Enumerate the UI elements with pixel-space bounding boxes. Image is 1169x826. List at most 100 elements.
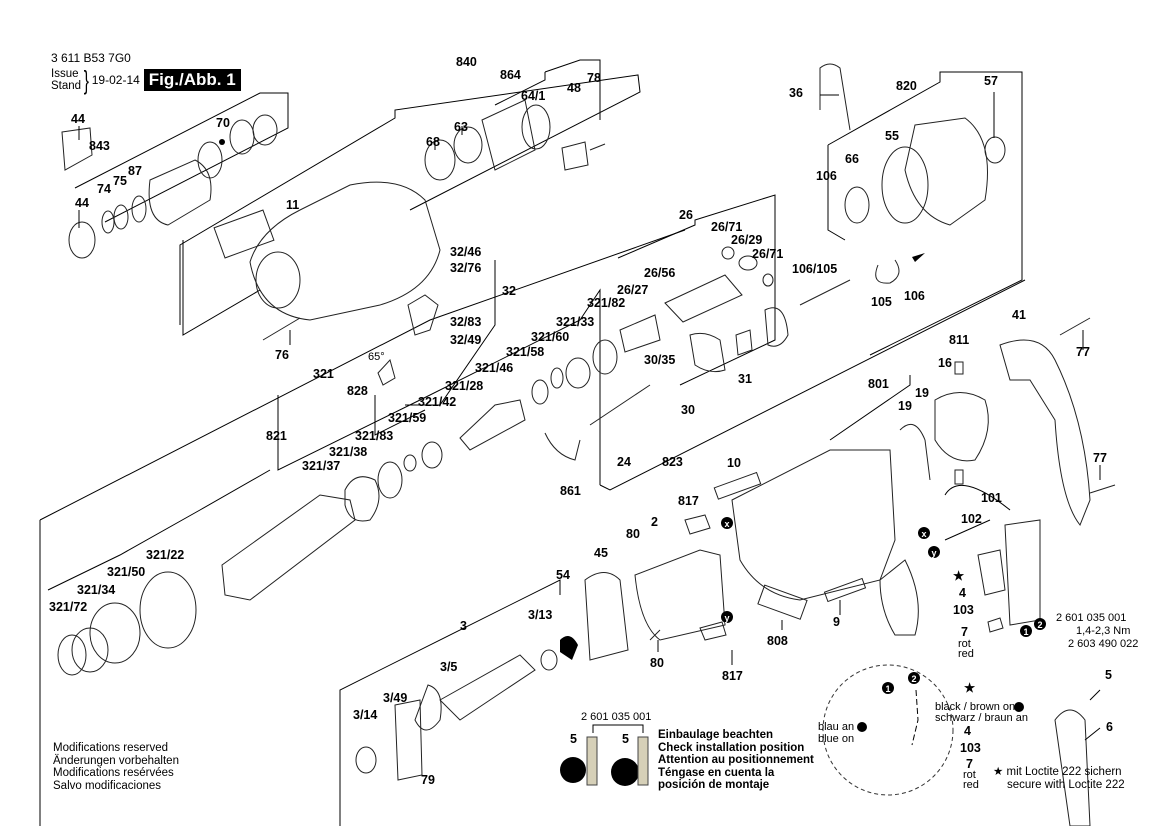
label-820: 820 (896, 79, 917, 93)
install-line-es-1: Téngase en cuenta la (658, 766, 775, 779)
part-843-chuck (148, 159, 212, 226)
part-4-capacitor (977, 549, 1006, 596)
part-808-plate (757, 584, 808, 620)
label-44: 44 (71, 112, 85, 126)
part-16-brush-holder (934, 392, 989, 462)
label-321-38: 321/38 (329, 445, 367, 459)
label-76: 76 (275, 348, 289, 362)
part-821-tube (221, 494, 356, 601)
issue-labels: Issue Stand (51, 68, 81, 92)
label-843: 843 (89, 139, 110, 153)
label-54: 54 (556, 568, 570, 582)
part-66-ring (844, 186, 870, 224)
frame-321-lower (47, 469, 271, 591)
label-105: 105 (871, 295, 892, 309)
label-75: 75 (113, 174, 127, 188)
modifications-line-es: Salvo modificaciones (53, 779, 162, 792)
label-26-29: 26/29 (731, 233, 762, 247)
label-77-b: 77 (1093, 451, 1107, 465)
frame-820 (827, 71, 1023, 356)
install-line-fr: Attention au positionnement (658, 754, 814, 766)
label-9: 9 (833, 615, 840, 629)
label-74: 74 (97, 182, 111, 196)
loctite-line-en: secure with Loctite 222 (1007, 778, 1125, 791)
part-19-clip (899, 423, 931, 481)
frame-106 (827, 145, 846, 241)
label-4: 4 (959, 586, 966, 600)
label-321-46: 321/46 (475, 361, 513, 375)
part-26-27-piston (619, 314, 661, 353)
part-ring-a (197, 141, 223, 179)
part-102-wire (944, 519, 991, 541)
label-801: 801 (868, 377, 889, 391)
part-75-ring (113, 204, 129, 230)
part-74-ring (101, 210, 115, 234)
part-24-shaft (589, 384, 651, 426)
switch-part-a: 2 601 035 001 (1056, 612, 1126, 624)
label-32-76: 32/76 (450, 261, 481, 275)
label-321-28: 321/28 (445, 379, 483, 393)
document-number: 3 611 B53 7G0 (51, 51, 131, 65)
part-handle (879, 559, 919, 636)
part-3-armature (439, 654, 536, 721)
label-65-degrees: 65° (368, 351, 385, 363)
part-321-58-oring (531, 379, 549, 405)
frame-828 (374, 395, 426, 436)
switch-torque: 1,4-2,3 Nm (1076, 625, 1130, 637)
modifications-line-en: Modifications reserved (53, 742, 169, 754)
label-7: 7 (961, 625, 968, 639)
part-31-bearing (735, 329, 753, 356)
part-41-handle (999, 339, 1091, 526)
label-3-14: 3/14 (353, 708, 377, 722)
part-26-71-ring (721, 246, 735, 260)
part-brush-b (954, 469, 964, 485)
part-106-105-spring (799, 279, 851, 306)
label-101: 101 (981, 491, 1002, 505)
frame-843 (74, 92, 289, 223)
assembly-frames (39, 59, 1026, 826)
frame-823 (599, 279, 1026, 491)
label-87: 87 (128, 164, 142, 178)
part-switch (1004, 519, 1041, 626)
part-11-label (213, 209, 275, 259)
part-321-60-oring (550, 367, 564, 389)
installation-note: Einbaulage beachten Check installation p… (658, 729, 814, 792)
part-32-selector (407, 294, 439, 336)
marker-x-circle-a (721, 517, 733, 529)
part-outlines (57, 63, 1116, 826)
wiring-black-wire (911, 689, 919, 746)
part-80-screw (649, 629, 661, 641)
part-26-71-ring-b (762, 273, 774, 287)
part-321-33-sleeve (565, 357, 591, 389)
label-10: 10 (727, 456, 741, 470)
part-321-46-striker (459, 399, 526, 451)
label-828: 828 (347, 384, 368, 398)
wiring-marker-2: 2 (911, 674, 916, 684)
part-3-14-bearing (355, 746, 377, 774)
wiring-detail: 1 2 ★ black / brown on schwarz / braun a… (818, 672, 1028, 791)
label-7-rot: rot (958, 638, 971, 650)
part-861-holder (544, 432, 581, 461)
marker-1: 1 (1023, 627, 1028, 637)
frame-main (39, 229, 686, 521)
part-76-screw (262, 317, 301, 341)
wiring-label-103: 103 (960, 741, 981, 755)
label-102: 102 (961, 512, 982, 526)
part-105-spring (875, 259, 900, 284)
label-24: 24 (617, 455, 631, 469)
wiring-marker-2-circle (908, 672, 920, 684)
part-ring-b (229, 119, 255, 155)
wiring-marker-1-circle (882, 682, 894, 694)
part-321-83-ring (377, 461, 403, 499)
part-820-flange (904, 117, 988, 226)
marker-y-circle-a (721, 611, 733, 623)
wiring-label-4: 4 (964, 724, 971, 738)
install-callout-5-b: 5 (622, 732, 629, 746)
wiring-star-icon: ★ (964, 681, 976, 695)
label-19-b: 19 (915, 386, 929, 400)
marker-1-circle (1020, 625, 1032, 637)
install-callout-5-a: 5 (570, 732, 577, 746)
label-78: 78 (587, 71, 601, 85)
label-817-b: 817 (722, 669, 743, 683)
